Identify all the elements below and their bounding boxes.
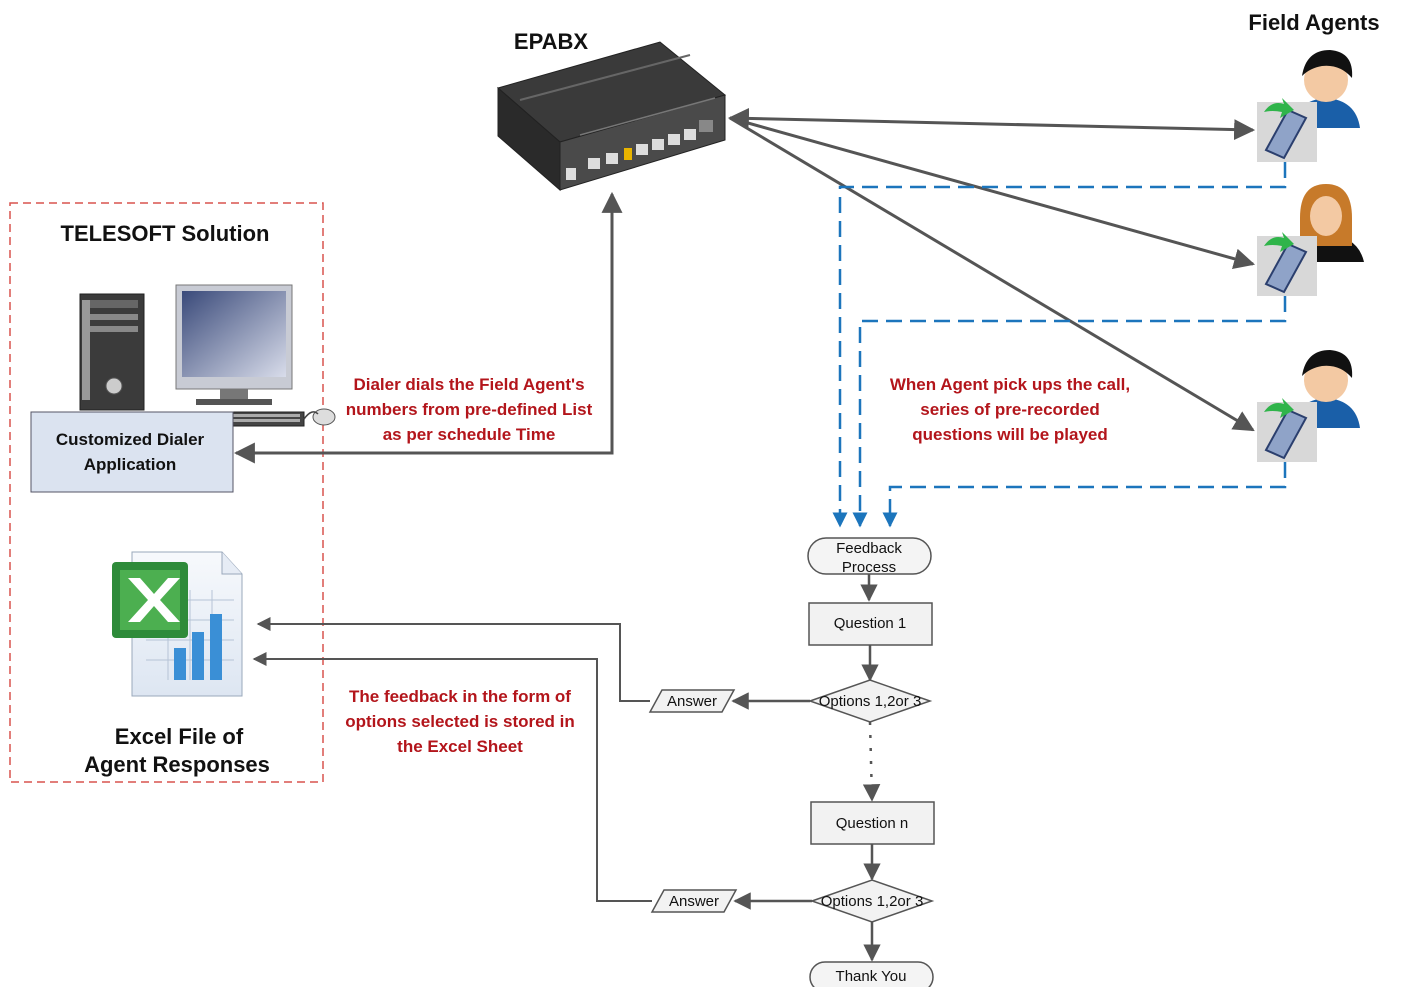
mobile-phone-icon	[1257, 98, 1317, 162]
agent-note-line3: questions will be played	[912, 425, 1108, 444]
dialer-app-box	[30, 411, 234, 493]
flow-end-terminator	[809, 961, 934, 987]
flow-connectors	[731, 574, 881, 962]
solution-title: TELESOFT Solution	[61, 221, 270, 246]
feedback-note-line3: the Excel Sheet	[397, 737, 523, 756]
flow-question-n	[810, 801, 935, 845]
epabx-agent-connectors	[727, 107, 1256, 432]
dialer-note-line3: as per schedule Time	[383, 425, 556, 444]
agent-note-line1: When Agent pick ups the call,	[890, 375, 1130, 394]
solution-frame	[9, 202, 324, 783]
epabx-title: EPABX	[514, 29, 588, 54]
flow-options-n-label: Options 1,2or 3	[821, 893, 924, 910]
flow-answer-1	[648, 689, 736, 713]
flow-question-n-label: Question n	[836, 815, 909, 832]
flow-end-label: Thank You	[836, 968, 907, 985]
feedback-note-line2: options selected is stored in	[345, 712, 575, 731]
flow-options-1-decision	[807, 679, 933, 723]
flow-start-line2: Process	[842, 559, 896, 576]
excel-file-icon	[112, 551, 243, 697]
desktop-computer-icon	[79, 284, 336, 427]
dialer-note-line2: numbers from pre-defined List	[346, 400, 593, 419]
female-agent-icon	[1292, 184, 1364, 262]
mobile-phone-icon	[1257, 232, 1317, 296]
dialer-note-line1: Dialer dials the Field Agent's	[353, 375, 584, 394]
agent-feedback-dashed-lines	[832, 162, 1287, 528]
excel-title-line2: Agent Responses	[84, 752, 270, 777]
flow-answer-n	[650, 889, 738, 913]
flow-answer-n-label: Answer	[669, 893, 719, 910]
agent-note-line2: series of pre-recorded	[920, 400, 1100, 419]
feedback-note-line1: The feedback in the form of	[349, 687, 571, 706]
flow-answer-1-label: Answer	[667, 693, 717, 710]
flow-start-line1: Feedback	[836, 540, 902, 557]
dialer-epabx-connector	[233, 191, 623, 464]
dialer-app-label-line2: Application	[84, 455, 177, 474]
answer-to-excel-connectors	[252, 617, 652, 902]
dialer-app-label-line1: Customized Dialer	[56, 430, 205, 449]
flow-question-1	[808, 602, 933, 646]
flow-options-n-decision	[809, 879, 935, 923]
flow-options-1-label: Options 1,2or 3	[819, 693, 922, 710]
field-agents-title: Field Agents	[1248, 10, 1379, 35]
excel-title-line1: Excel File of	[115, 724, 244, 749]
flow-question-1-label: Question 1	[834, 615, 907, 632]
epabx-device-icon	[496, 41, 727, 192]
mobile-phone-icon	[1257, 398, 1317, 462]
